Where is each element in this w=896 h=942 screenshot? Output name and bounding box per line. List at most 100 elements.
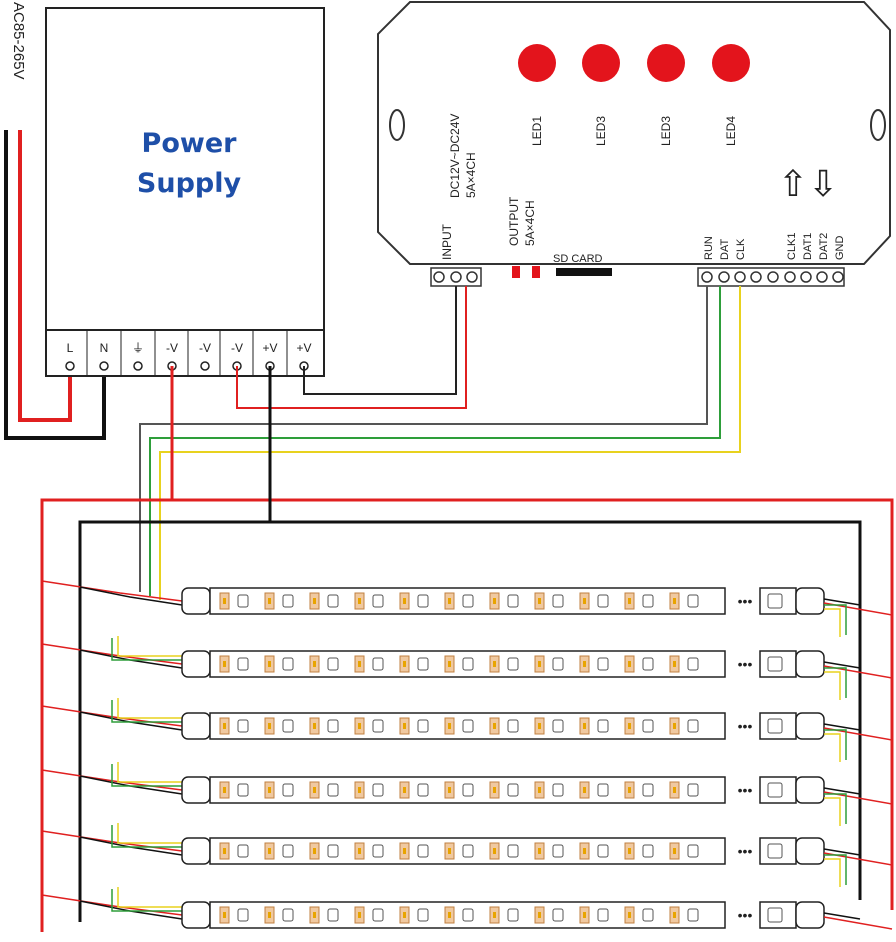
signal-label: RUN (703, 236, 715, 260)
psu-terminal-label: -V (166, 341, 178, 355)
psu-terminal-label: N (100, 341, 109, 355)
psu-terminal-label: -V (199, 341, 211, 355)
ic-chip (327, 719, 339, 733)
strip-connector (181, 837, 211, 865)
ic-chip (552, 908, 564, 922)
strip-continuation-dots: ••• (738, 656, 753, 672)
status-led-label: LED3 (659, 116, 673, 146)
ac-voltage-label: AC85-265V (10, 2, 27, 80)
terminal-screw (784, 271, 796, 283)
ic-chip (642, 783, 654, 797)
ic-chip (327, 657, 339, 671)
strip-connector (181, 712, 211, 740)
led-strip: ••• (41, 698, 893, 762)
ac-wire-black (4, 130, 106, 440)
ic-chip (552, 783, 564, 797)
ic-chip (282, 844, 294, 858)
ic-chip (507, 594, 519, 608)
ic-chip (507, 844, 519, 858)
strip-continuation-dots: ••• (738, 907, 753, 923)
signal-label: CLK1 (786, 232, 798, 260)
ic-chip (597, 594, 609, 608)
ic-chip (327, 844, 339, 858)
ic-chip (642, 657, 654, 671)
ic-chip (642, 719, 654, 733)
ic-chip (642, 844, 654, 858)
controller-voltage-line1: DC12V~DC24V (448, 114, 462, 198)
input-label: INPUT (440, 223, 454, 260)
signal-label: DAT1 (802, 233, 814, 260)
led-strip: ••• (41, 823, 893, 887)
sd-card-label: SD CARD (553, 253, 603, 265)
terminal-screw (466, 271, 478, 283)
ic-chip (237, 783, 249, 797)
controller-voltage-line2: 5A×4CH (464, 152, 478, 198)
strip-end-segment (759, 837, 797, 865)
ic-chip (552, 719, 564, 733)
ic-chip (687, 719, 699, 733)
status-led-label: LED4 (724, 116, 738, 146)
psu-terminal-label: +V (262, 341, 277, 355)
psu-terminal-label: +V (296, 341, 311, 355)
ic-chip (687, 908, 699, 922)
status-led-label: LED3 (594, 116, 608, 146)
controller-terminals (430, 267, 845, 287)
ic-chip (597, 657, 609, 671)
ic-chip (282, 783, 294, 797)
strip-connector (795, 587, 825, 615)
ic-chip (462, 844, 474, 858)
ic-chip (507, 908, 519, 922)
psu-terminal-label: L (67, 341, 74, 355)
strip-connector (795, 650, 825, 678)
ic-chip (237, 657, 249, 671)
ic-chip (687, 783, 699, 797)
power-supply-title-line2: Supply (137, 168, 242, 199)
ic-chip (237, 844, 249, 858)
output-label-line1: OUTPUT (507, 196, 521, 246)
terminal-screw (832, 271, 844, 283)
ic-chip (417, 844, 429, 858)
terminal-screw (816, 271, 828, 283)
psu-terminal-screw (65, 361, 75, 371)
sd-card-slot (556, 268, 612, 276)
ic-chip (462, 908, 474, 922)
status-led (712, 44, 750, 82)
terminal-screw (450, 271, 462, 283)
ic-chip (597, 908, 609, 922)
status-led (582, 44, 620, 82)
strip-connector (795, 837, 825, 865)
strip-connector (181, 901, 211, 929)
ic-chip (507, 719, 519, 733)
ic-chip (237, 594, 249, 608)
strip-connector (795, 776, 825, 804)
ic-chip (552, 657, 564, 671)
ic-chip (642, 594, 654, 608)
ic-chip (327, 594, 339, 608)
status-led (518, 44, 556, 82)
ic-chip (687, 657, 699, 671)
ic-chip (327, 908, 339, 922)
ic-chip (417, 908, 429, 922)
psu-terminal-screw (99, 361, 109, 371)
strip-connector (795, 901, 825, 929)
ic-chip (282, 719, 294, 733)
ic-chip (417, 657, 429, 671)
strip-connector (181, 776, 211, 804)
led-strip: ••• (41, 580, 893, 637)
ic-chip (282, 908, 294, 922)
psu-terminal-screw (133, 361, 143, 371)
strip-continuation-dots: ••• (738, 718, 753, 734)
ic-chip (417, 783, 429, 797)
ic-chip (507, 783, 519, 797)
signal-label: CLK (735, 238, 747, 260)
ic-chip (552, 844, 564, 858)
ic-chip (372, 908, 384, 922)
ic-chip (417, 594, 429, 608)
terminal-screw (701, 271, 713, 283)
psu-terminal-screw (200, 361, 210, 371)
